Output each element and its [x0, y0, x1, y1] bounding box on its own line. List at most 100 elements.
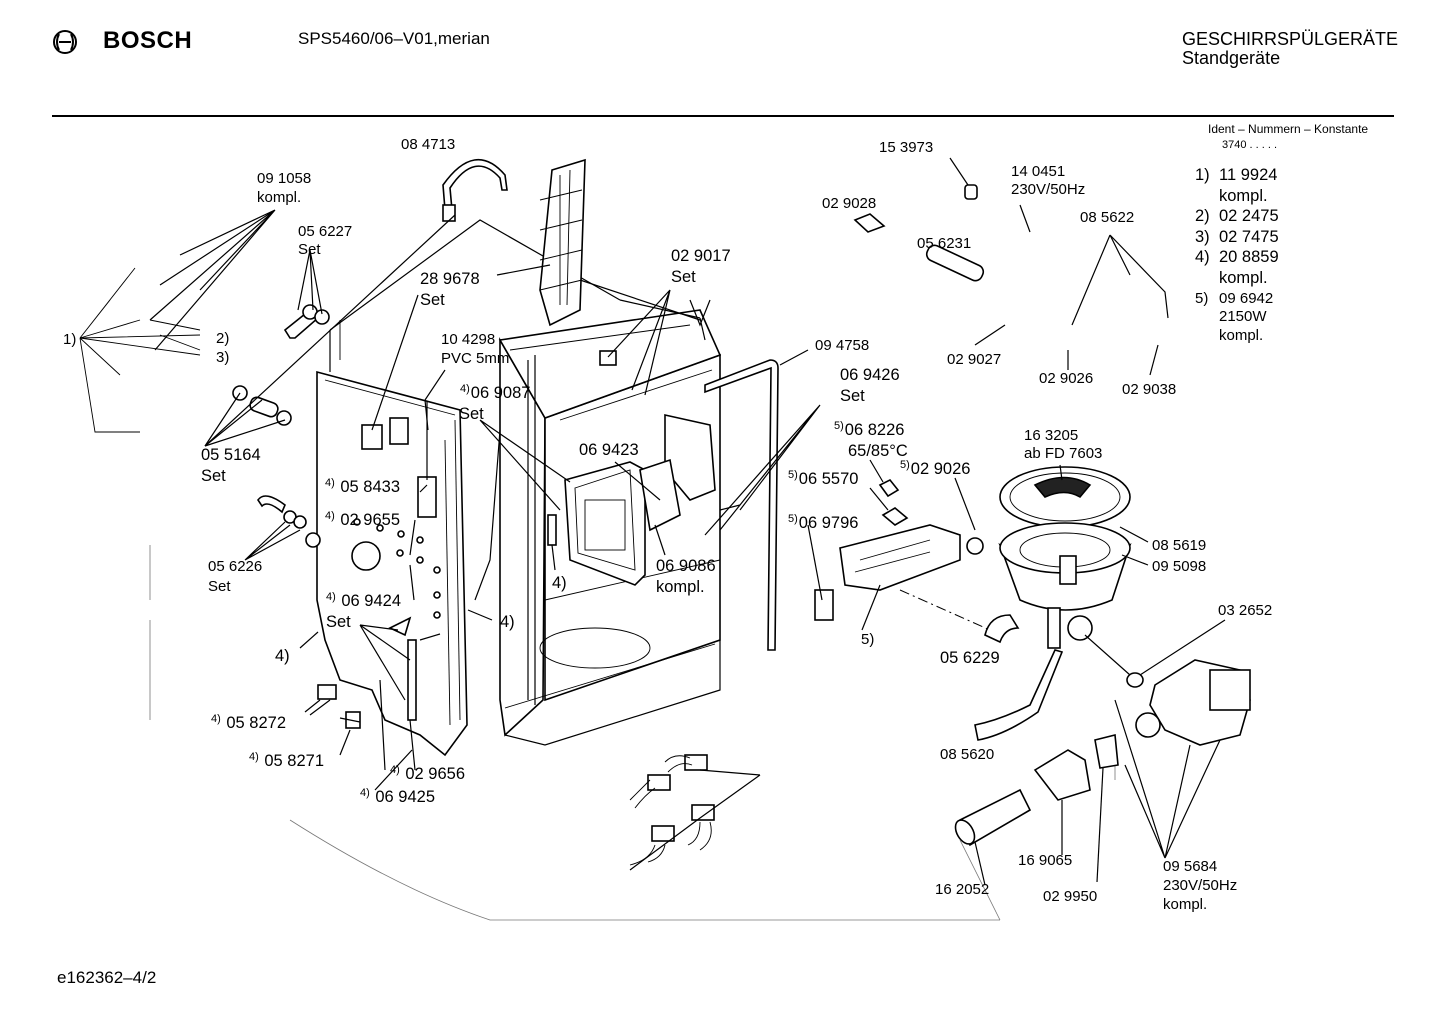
- part-number: 06 9796: [798, 514, 859, 532]
- model-number: SPS5460/06–V01,merian: [298, 29, 490, 48]
- part-note: Set: [201, 467, 226, 485]
- part-note: kompl.: [656, 578, 705, 596]
- part-label: 4) 02 9656: [390, 763, 465, 785]
- constant-note: kompl.: [1219, 269, 1268, 287]
- part-footnote: 4): [325, 510, 335, 522]
- hook-part: [442, 159, 508, 211]
- part-note: Set: [420, 291, 445, 309]
- part-label: 08 5622: [1080, 209, 1135, 226]
- part-note: 230V/50Hz: [1011, 181, 1086, 198]
- part-label: 05 6226: [208, 558, 263, 575]
- part-number: 06 5570: [798, 470, 859, 488]
- part-label: 05 5164: [201, 446, 261, 464]
- constant-key: 2): [1195, 207, 1210, 225]
- part-number: 02 9655: [340, 511, 401, 529]
- part-number: 06 9087: [470, 384, 531, 402]
- constant-key: 3): [1195, 228, 1210, 246]
- part-label: 5)06 5570: [788, 468, 858, 490]
- bosch-logo-icon: [53, 30, 77, 54]
- constant-key: 1): [1195, 166, 1210, 184]
- part-note: Set: [671, 268, 696, 286]
- part-label: 06 9086: [656, 557, 716, 575]
- brand-name: BOSCH: [103, 27, 193, 54]
- part-number: 05 8271: [264, 752, 325, 770]
- part-number: 05 8272: [226, 714, 287, 732]
- part-label: 08 5620: [940, 746, 995, 763]
- part-label: 02 9026: [1039, 370, 1094, 387]
- part-footnote: 5): [900, 459, 910, 471]
- ref-label: 4): [275, 647, 290, 665]
- constant-code: 02 7475: [1219, 228, 1279, 246]
- part-footnote: 4): [249, 751, 259, 763]
- part-number: 05 8433: [340, 478, 401, 496]
- part-number: 02 9656: [405, 765, 466, 783]
- part-label: 16 9065: [1018, 852, 1073, 869]
- part-note: Set: [459, 405, 484, 423]
- part-label: 02 9017: [671, 247, 731, 265]
- part-label: 4) 05 8433: [325, 476, 400, 498]
- part-label: 09 4758: [815, 337, 870, 354]
- part-label: 02 9028: [822, 195, 877, 212]
- part-note: 65/85°C: [848, 442, 908, 460]
- part-label: 09 5684: [1163, 858, 1218, 875]
- part-note: Set: [326, 613, 351, 631]
- tub: [498, 309, 741, 746]
- constant-code: 02 2475: [1219, 207, 1279, 225]
- wire-connectors: [629, 754, 761, 871]
- part-footnote: 4): [326, 591, 336, 603]
- constant-note: 2150W: [1219, 308, 1267, 325]
- category-subtitle: Standgeräte: [1182, 48, 1281, 68]
- part-label: 4) 06 9425: [360, 786, 435, 808]
- document-id: e162362–4/2: [57, 968, 157, 987]
- constant-key: 4): [1195, 248, 1210, 266]
- part-label: 4)06 9087: [460, 382, 530, 404]
- part-label: 16 2052: [935, 881, 990, 898]
- constant-key: 5): [1195, 290, 1209, 307]
- part-label: 05 6231: [917, 235, 972, 252]
- part-footnote: 5): [788, 513, 798, 525]
- heater-sump: [814, 184, 1251, 847]
- part-label: 02 9038: [1122, 381, 1177, 398]
- part-number: 02 9026: [910, 460, 971, 478]
- part-label: 5)06 8226: [834, 419, 904, 441]
- constant-code: 09 6942: [1219, 290, 1274, 307]
- part-footnote: 5): [788, 469, 798, 481]
- part-footnote: 5): [834, 420, 844, 432]
- part-number: 06 8226: [844, 421, 905, 439]
- part-note: kompl.: [257, 189, 302, 206]
- part-number: 06 9424: [341, 592, 402, 610]
- part-label: 05 6229: [940, 649, 1000, 667]
- part-footnote: 4): [360, 787, 370, 799]
- part-label: 16 3205: [1024, 427, 1079, 444]
- part-note: kompl.: [1163, 896, 1208, 913]
- part-footnote: 4): [211, 713, 221, 725]
- part-label: 09 1058: [257, 170, 312, 187]
- side-panel: [316, 370, 468, 757]
- part-label: 4) 05 8272: [211, 712, 286, 734]
- part-label: 5)02 9026: [900, 458, 970, 480]
- part-note: Set: [298, 241, 321, 258]
- ref-label: 4): [500, 613, 515, 631]
- dashed-outline-right: [959, 839, 1001, 921]
- small-hoses: [232, 304, 330, 548]
- header-rule: [52, 115, 1394, 117]
- part-note: Set: [208, 578, 231, 595]
- part-note: Set: [840, 387, 865, 405]
- constant-code: 20 8859: [1219, 248, 1279, 266]
- part-footnote: 4): [390, 764, 400, 776]
- constant-code: 11 9924: [1219, 166, 1278, 184]
- ref-label: 2): [216, 330, 230, 347]
- part-label: 09 5098: [1152, 558, 1207, 575]
- part-label: 06 9423: [579, 441, 639, 459]
- part-label: 03 2652: [1218, 602, 1273, 619]
- part-note: 230V/50Hz: [1163, 877, 1238, 894]
- switches: [309, 684, 361, 729]
- part-label: 5)06 9796: [788, 512, 858, 534]
- constant-note: kompl.: [1219, 187, 1268, 205]
- part-footnote: 4): [325, 477, 335, 489]
- part-label: 08 5619: [1152, 537, 1207, 554]
- part-label: 05 6227: [298, 223, 353, 240]
- part-label: 02 9950: [1043, 888, 1098, 905]
